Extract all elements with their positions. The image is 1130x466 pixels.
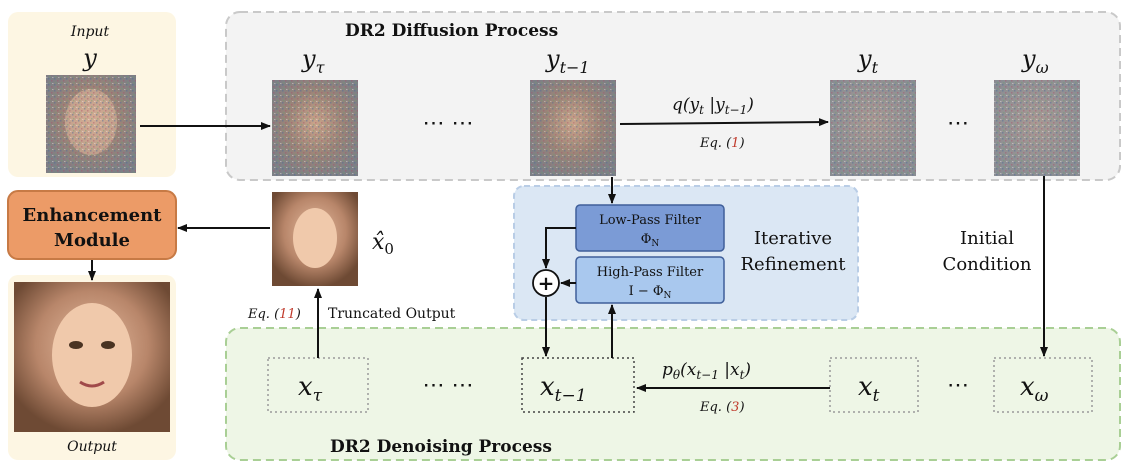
diffusion-image-y-t-minus-1: [530, 80, 616, 176]
refinement-label-1: Iterative: [754, 228, 832, 249]
diffusion-ellipsis-narrow: ⋯: [947, 111, 969, 136]
truncated-output-label: Truncated Output: [328, 306, 456, 322]
sum-symbol: +: [538, 271, 555, 295]
diffusion-title: DR2 Diffusion Process: [345, 21, 558, 41]
label-x-t: xt: [858, 372, 880, 406]
output-face-image: [14, 282, 170, 432]
refinement-label-2: Refinement: [740, 254, 846, 275]
denoise-ellipsis-wide: ⋯ ⋯: [423, 373, 474, 398]
high-pass-line1: High-Pass Filter: [597, 265, 704, 280]
initial-condition-line1: Initial: [960, 228, 1014, 249]
label-y-omega: yω: [1021, 45, 1049, 77]
initial-condition-line2: Condition: [943, 254, 1032, 275]
enhancement-line1: Enhancement: [23, 205, 163, 226]
x0-face-image: [272, 192, 358, 286]
sum-node: [532, 269, 560, 297]
denoise-node-x-t-minus-1: [521, 357, 635, 413]
arrows: [88, 118, 1048, 392]
diffusion-image-y-tau: [272, 80, 358, 176]
denoise-node-x-omega: [993, 357, 1093, 413]
arrow-lowpass-to-sum: [542, 227, 576, 269]
truncated-eq-ref: Eq. (11): [247, 307, 301, 322]
label-y-t: yt: [857, 45, 879, 77]
low-pass-line1: Low-Pass Filter: [599, 213, 702, 228]
input-symbol: y: [82, 44, 97, 72]
denoising-title: DR2 Denoising Process: [330, 437, 552, 457]
input-noisy-face-image: [46, 75, 136, 173]
enhancement-line2: Module: [54, 230, 130, 251]
label-x-omega: xω: [1020, 372, 1049, 406]
denoise-eq-ref: Eq. (3): [699, 400, 745, 415]
label-y-t-minus-1: yt−1: [545, 45, 590, 77]
denoise-ellipsis-narrow: ⋯: [947, 373, 969, 398]
enhancement-module: [7, 190, 177, 260]
low-pass-line2: ΦN: [641, 232, 660, 249]
high-pass-line2: I − ΦN: [629, 284, 672, 301]
diffusion-image-y-t: [830, 80, 916, 176]
x0-label: x̂0: [372, 230, 394, 258]
input-caption: Input: [70, 24, 110, 40]
diffusion-image-y-omega: [994, 80, 1080, 176]
label-x-tau: xτ: [298, 372, 323, 406]
output-caption: Output: [67, 439, 117, 455]
denoising-process-box: [225, 327, 1121, 461]
denoise-node-x-t: [829, 357, 919, 413]
label-y-tau: yτ: [301, 45, 326, 77]
arrow-q-transition: [619, 118, 829, 127]
high-pass-filter: [575, 256, 725, 304]
diffusion-ellipsis-wide: ⋯ ⋯: [423, 111, 474, 136]
label-x-t-minus-1: xt−1: [540, 372, 587, 406]
denoise-transition-label: pθ(xt−1 |xt): [662, 360, 751, 382]
diffusion-transition-label: q(yt |yt−1): [672, 95, 754, 117]
diffusion-eq-ref: Eq. (1): [699, 136, 745, 151]
